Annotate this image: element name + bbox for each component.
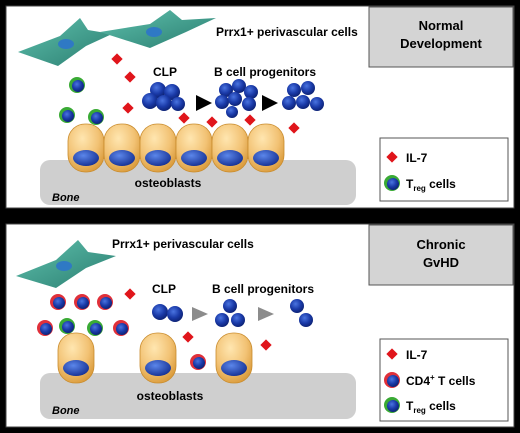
condition-label-line1: Normal [419,18,464,33]
il7-molecules [124,288,272,351]
osteoblast-row [67,123,285,173]
legend-item-il7: IL-7 [406,348,428,362]
cd4-t-cell [97,294,113,310]
osteoblast-row [57,332,253,384]
il7-legend-icon [386,151,398,163]
perivascular-cell-icon [16,240,116,288]
condition-label-line1: Chronic [416,237,465,252]
legend-box [379,137,509,202]
cd4-t-cell [74,294,90,310]
clp-cluster [142,82,185,111]
bone-label: Bone [52,405,80,417]
treg-cell [87,320,103,336]
panel-normal: Normal Development Prrx1+ perivascular c… [5,5,515,209]
cd4-legend-icon [384,372,400,388]
osteoblast-cell [175,123,213,173]
cd4-t-cell [113,320,129,336]
clp-label: CLP [153,65,177,79]
panel-gvhd: Chronic GvHD Prrx1+ perivascular cells C… [5,223,515,428]
osteoblast-cell [211,123,249,173]
perivascular-label: Prrx1+ perivascular cells [216,25,358,39]
osteoblast-cell [215,332,253,384]
osteoblast-cell [57,332,95,384]
bone-label: Bone [52,192,80,204]
osteoblast-cell [67,123,105,173]
condition-box [368,224,514,286]
treg-cell [88,109,104,125]
osteoblast-cell [139,123,177,173]
legend-item-treg: Treg cells [406,399,456,415]
osteoblast-cell [247,123,285,173]
osteoblast-cell [103,123,141,173]
legend-item-treg: Treg cells [406,177,456,193]
treg-legend-icon [384,397,400,413]
bone [40,373,356,419]
legend-box [379,338,509,422]
perivascular-label: Prrx1+ perivascular cells [112,237,254,251]
condition-label-line2: GvHD [423,255,459,270]
progenitor-label: B cell progenitors [212,282,314,296]
progenitor-cluster [215,299,245,327]
condition-box [368,6,514,68]
treg-cell [59,318,75,334]
treg-cell [59,107,75,123]
progenitor-cluster [215,79,258,118]
clp-cluster [152,304,183,322]
arrow-icon [196,95,212,111]
treg-cell [69,77,85,93]
perivascular-cell-icon [100,10,216,48]
osteoblast-cell [139,332,177,384]
clp-label: CLP [152,282,176,296]
progenitor-cluster [290,299,313,327]
legend-item-il7: IL-7 [406,151,428,165]
osteoblast-label: osteoblasts [137,389,204,403]
arrow-icon [258,307,274,321]
treg-legend-icon [384,175,400,191]
perivascular-cell-icon [18,18,112,66]
il7-legend-icon [386,348,398,360]
condition-label-line2: Development [400,36,482,51]
osteoblast-label: osteoblasts [135,176,202,190]
cd4-t-cell [190,354,206,370]
arrow-icon [192,307,208,321]
cd4-t-cell [37,320,53,336]
progenitor-cluster [282,81,324,111]
arrow-icon [262,95,278,111]
legend-item-cd4: CD4+ T cells [406,373,476,388]
progenitor-label: B cell progenitors [214,65,316,79]
cd4-t-cell [50,294,66,310]
